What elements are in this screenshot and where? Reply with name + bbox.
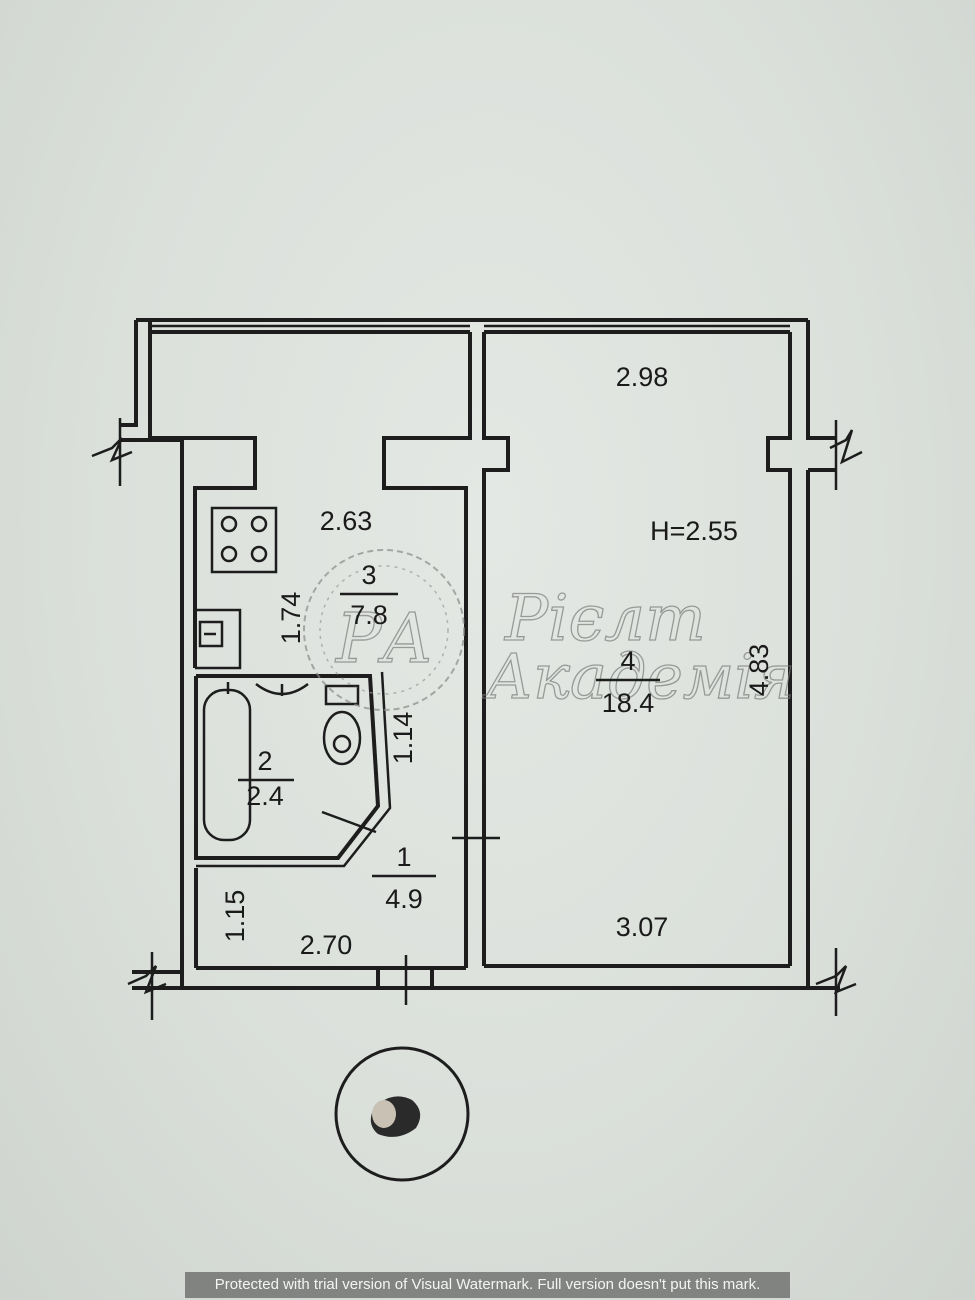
dim-ceiling-height: H=2.55 [650, 516, 738, 546]
room-labels: 3 7.8 4 18.4 2 2.4 1 4.9 [238, 560, 660, 914]
dim-hall-width: 2.70 [300, 930, 353, 960]
dim-room4-top: 2.98 [616, 362, 669, 392]
break-marks [91, 418, 863, 1020]
watermark-brand-line2: Академія [482, 640, 795, 713]
dim-room4-length: 4.83 [744, 644, 774, 697]
stove-icon [210, 506, 278, 574]
toilet-icon [322, 684, 362, 766]
room-4-area: 18.4 [602, 688, 655, 718]
room-2-number: 2 [257, 746, 272, 776]
north-arrow-icon [334, 1046, 470, 1182]
watermark-brand-line1: Рієлт [504, 582, 706, 656]
watermark-notice: Protected with trial version of Visual W… [185, 1272, 790, 1298]
dim-bath-depth: 1.14 [388, 712, 418, 765]
watermark-logo: РА Рієлт Академія [303, 549, 796, 714]
bathtub-icon [202, 682, 252, 842]
watermark-monogram: РА [334, 600, 433, 679]
room-4-number: 4 [620, 646, 635, 676]
walls [120, 318, 840, 990]
room-3-number: 3 [361, 560, 376, 590]
room-3-area: 7.8 [350, 600, 388, 630]
dim-room4-bottom: 3.07 [616, 912, 669, 942]
dim-kitchen-depth: 1.74 [276, 592, 306, 645]
room-1-area: 4.9 [385, 884, 423, 914]
room-2-area: 2.4 [246, 781, 284, 811]
room-1-number: 1 [396, 842, 411, 872]
dimension-labels: 2.98 3.07 H=2.55 4.83 2.63 1.74 1.14 1.1… [220, 362, 774, 960]
dim-kitchen-width: 2.63 [320, 506, 373, 536]
sink-icon [198, 620, 224, 648]
washbasin-icon [255, 683, 309, 696]
dim-hall-depth: 1.15 [220, 890, 250, 943]
